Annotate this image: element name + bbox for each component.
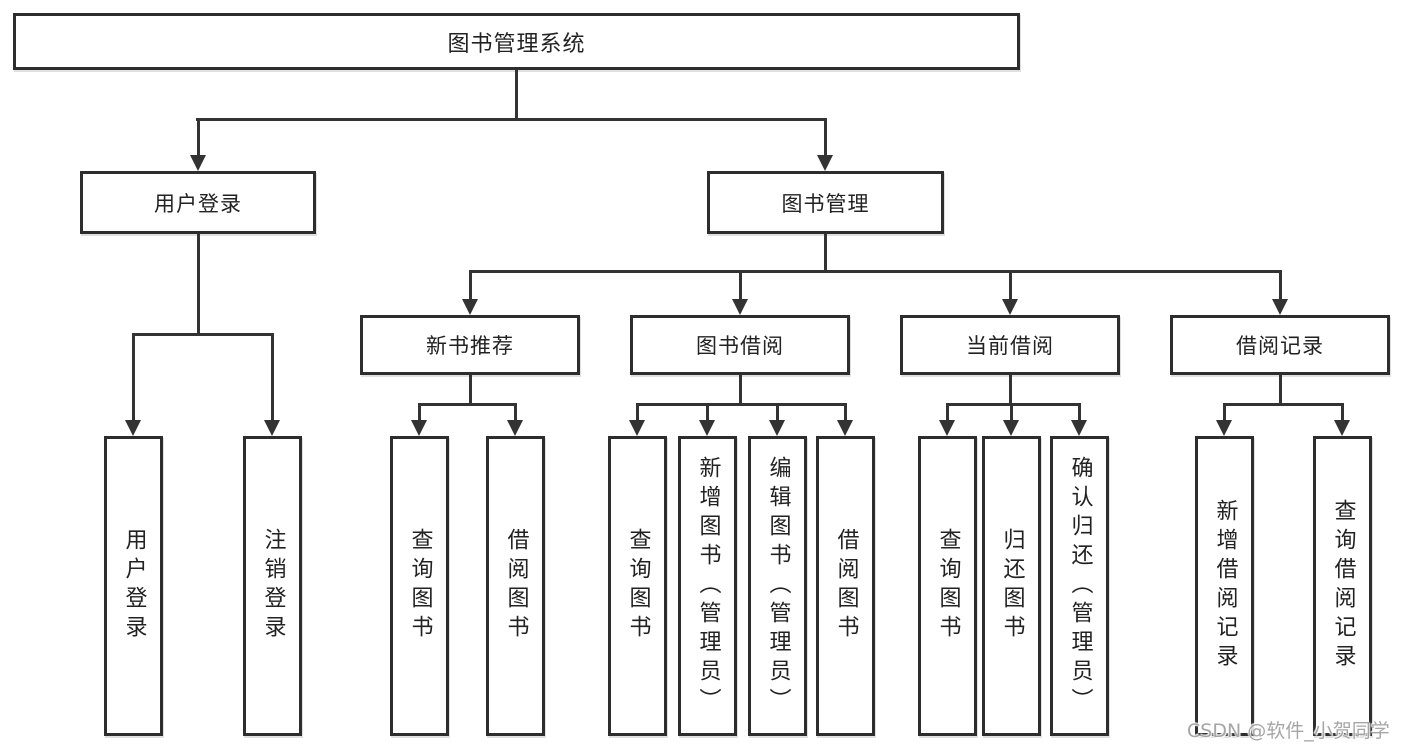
node-leaf-query-books-2-label: 查询图书	[625, 528, 651, 644]
edge-arrow-borrow-books-2	[837, 403, 854, 436]
edge-arrow-query-books-1	[411, 403, 428, 436]
edge-book-borrowing-stem	[738, 375, 742, 403]
edge-arrow-borrowing-records	[1271, 270, 1289, 315]
node-leaf-return-books-label: 归还图书	[999, 528, 1025, 644]
edge-arrow-query-borrow-record	[1334, 403, 1351, 436]
node-new-book-recommend-label: 新书推荐	[426, 334, 514, 358]
node-current-borrowing: 当前借阅	[900, 315, 1120, 375]
node-leaf-logout: 注销登录	[243, 436, 302, 736]
edge-arrow-add-borrow-record	[1216, 403, 1233, 436]
node-leaf-query-borrow-record-label: 查询借阅记录	[1330, 499, 1356, 673]
node-book-management-label: 图书管理	[781, 191, 870, 216]
node-leaf-user-login-label: 用户登录	[121, 528, 147, 644]
edge-arrow-confirm-return	[1071, 403, 1088, 436]
node-leaf-borrow-books-2: 借阅图书	[816, 436, 875, 736]
node-new-book-recommend: 新书推荐	[360, 315, 580, 375]
edge-arrow-book-borrowing	[731, 270, 749, 315]
edge-new-book-recommend-bar	[418, 403, 516, 406]
node-library-system: 图书管理系统	[13, 13, 1020, 70]
node-leaf-borrow-books-2-label: 借阅图书	[833, 528, 859, 644]
node-leaf-add-books-admin-label: 新增图书（管理员）	[695, 455, 721, 717]
edge-borrowing-records-bar	[1223, 403, 1343, 406]
edge-user-login-bar	[132, 333, 274, 336]
edge-book-management-bar	[468, 270, 1282, 273]
node-leaf-logout-label: 注销登录	[260, 528, 286, 644]
node-leaf-confirm-return-admin: 确认归还（管理员）	[1050, 436, 1109, 736]
edge-arrow-leaf-logout	[264, 333, 281, 436]
node-leaf-query-borrow-record: 查询借阅记录	[1313, 436, 1372, 736]
edge-root-bar	[196, 118, 827, 121]
edge-current-borrowing-stem	[1008, 375, 1012, 403]
edge-arrow-edit-books	[769, 403, 786, 436]
edge-arrow-query-books-3	[939, 403, 956, 436]
edge-arrow-query-books-2	[629, 403, 646, 436]
watermark-text: CSDN @软件_小贺同学	[1187, 720, 1390, 742]
node-leaf-query-books-1-label: 查询图书	[407, 528, 433, 644]
edge-arrow-user-login	[189, 118, 207, 171]
node-leaf-return-books: 归还图书	[982, 436, 1041, 736]
node-user-login: 用户登录	[80, 171, 316, 234]
node-book-borrowing-label: 图书借阅	[696, 334, 784, 358]
node-leaf-user-login: 用户登录	[104, 436, 163, 736]
node-leaf-borrow-books-1: 借阅图书	[486, 436, 545, 736]
node-leaf-add-books-admin: 新增图书（管理员）	[678, 436, 737, 736]
node-book-borrowing: 图书借阅	[630, 315, 850, 375]
node-book-management: 图书管理	[707, 171, 944, 234]
node-leaf-query-books-3: 查询图书	[918, 436, 977, 736]
node-leaf-borrow-books-1-label: 借阅图书	[503, 528, 529, 644]
node-user-login-label: 用户登录	[154, 191, 242, 216]
node-library-system-label: 图书管理系统	[447, 31, 586, 57]
edge-arrow-current-borrowing	[1001, 270, 1019, 315]
node-leaf-query-books-1: 查询图书	[390, 436, 449, 736]
edge-book-borrowing-bar	[636, 403, 846, 406]
node-current-borrowing-label: 当前借阅	[966, 334, 1054, 358]
edge-arrow-leaf-user-login	[125, 333, 142, 436]
node-leaf-query-books-2: 查询图书	[608, 436, 667, 736]
edge-arrow-new-book-recommend	[461, 270, 479, 315]
edge-current-borrowing-bar	[946, 403, 1080, 406]
edge-root-stem	[515, 70, 518, 118]
edge-new-book-recommend-stem	[468, 375, 472, 403]
node-leaf-add-borrow-record-label: 新增借阅记录	[1212, 499, 1238, 673]
node-borrowing-records: 借阅记录	[1170, 315, 1390, 375]
node-leaf-add-borrow-record: 新增借阅记录	[1195, 436, 1254, 736]
node-leaf-confirm-return-admin-label: 确认归还（管理员）	[1067, 455, 1093, 717]
edge-arrow-book-management	[816, 118, 834, 171]
node-leaf-query-books-3-label: 查询图书	[935, 528, 961, 644]
edge-book-management-stem	[823, 234, 827, 270]
node-leaf-edit-books-admin: 编辑图书（管理员）	[748, 436, 807, 736]
edge-borrowing-records-stem	[1278, 375, 1282, 403]
node-borrowing-records-label: 借阅记录	[1236, 334, 1324, 358]
edge-arrow-return-books	[1003, 403, 1020, 436]
edge-user-login-stem	[196, 234, 200, 333]
edge-arrow-borrow-books-1	[507, 403, 524, 436]
edge-arrow-add-books	[699, 403, 716, 436]
node-leaf-edit-books-admin-label: 编辑图书（管理员）	[765, 455, 791, 717]
